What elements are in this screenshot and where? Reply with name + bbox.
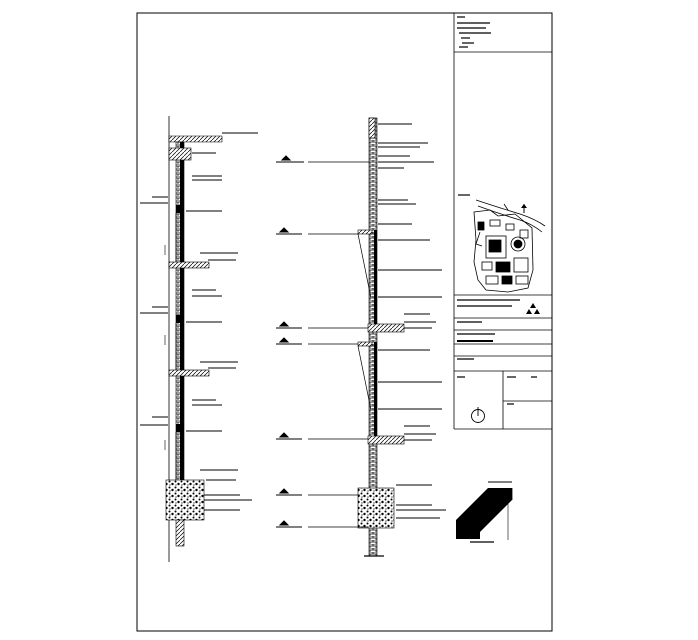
north-arrow-icon: [521, 204, 527, 213]
header-notes: [457, 16, 491, 48]
isometric-block-icon: [456, 481, 513, 543]
project-name-lines: [457, 299, 520, 307]
title-block: [453, 13, 552, 543]
key-plan: [458, 194, 546, 293]
wall-section-left: [140, 116, 258, 562]
triangle-logo-icon: [526, 303, 540, 314]
sheet-border: [136, 12, 553, 632]
project-info: [454, 321, 552, 372]
wall-section-right: [276, 117, 446, 557]
revision-boxes: [457, 371, 552, 429]
compass-circle-icon: [471, 407, 485, 423]
